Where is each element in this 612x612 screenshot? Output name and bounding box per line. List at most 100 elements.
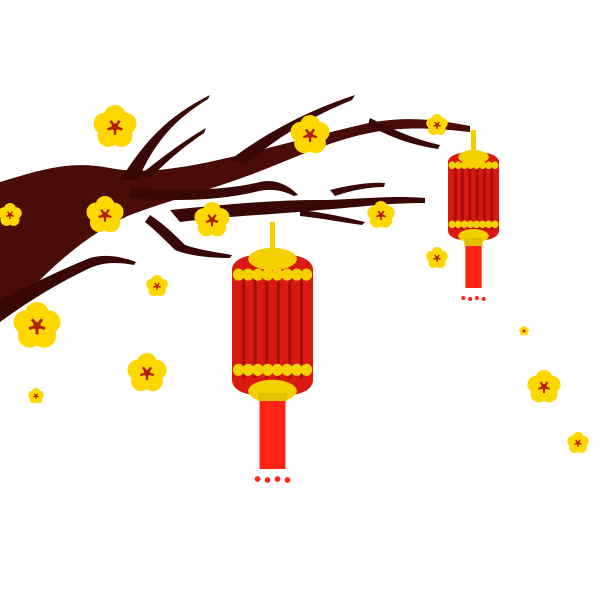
lantern-bead bbox=[300, 268, 313, 281]
plum-blossom bbox=[0, 203, 22, 226]
lantern-bead bbox=[261, 363, 274, 376]
tassel-bead bbox=[474, 296, 479, 300]
lantern-stripe bbox=[242, 271, 246, 379]
lantern-bead bbox=[472, 220, 481, 229]
lantern-bead bbox=[281, 268, 293, 281]
lantern bbox=[448, 130, 499, 301]
branch-limb bbox=[170, 197, 425, 222]
lantern-tassel bbox=[465, 246, 482, 288]
lantern-stripe bbox=[475, 163, 479, 230]
lantern-bead bbox=[448, 220, 456, 229]
tassel-bead bbox=[284, 477, 291, 483]
flower-center bbox=[155, 284, 159, 288]
flower-center bbox=[541, 384, 547, 390]
branch-limb bbox=[145, 215, 232, 258]
plum-blossom bbox=[146, 275, 168, 296]
lantern-bead bbox=[271, 268, 284, 281]
plum-blossom bbox=[13, 302, 61, 348]
flower-center bbox=[8, 213, 12, 217]
lantern-bead bbox=[479, 161, 487, 170]
branch-limb bbox=[120, 95, 210, 180]
lantern-bead bbox=[472, 161, 481, 170]
lantern-bead bbox=[291, 268, 303, 281]
flower-center bbox=[111, 123, 119, 131]
branch-limb bbox=[0, 119, 470, 322]
plum-blossom bbox=[290, 115, 330, 154]
plum-blossom bbox=[519, 326, 529, 336]
lantern-bead bbox=[271, 363, 284, 376]
plum-blossom bbox=[86, 196, 124, 233]
flower-center bbox=[378, 212, 384, 218]
lantern-bead bbox=[242, 268, 254, 281]
lantern-bead bbox=[261, 268, 274, 281]
lantern-stripe bbox=[265, 271, 269, 379]
branch-limb bbox=[0, 255, 136, 322]
lantern-bead bbox=[232, 363, 245, 376]
lantern-bead bbox=[454, 220, 462, 229]
flower-center bbox=[209, 217, 215, 223]
flower-center bbox=[435, 256, 439, 260]
lantern-bead bbox=[252, 268, 264, 281]
lantern-string bbox=[471, 130, 476, 157]
tassel-bead bbox=[461, 296, 466, 300]
lantern-string bbox=[270, 222, 275, 259]
lantern-bead bbox=[460, 220, 468, 229]
flower-center bbox=[306, 131, 314, 139]
lantern-bead bbox=[460, 161, 468, 170]
lantern-bead bbox=[466, 161, 475, 170]
flower-center bbox=[523, 330, 525, 332]
lantern-body bbox=[448, 153, 499, 240]
tassel-bead bbox=[481, 297, 486, 301]
plum-blossom bbox=[567, 432, 589, 453]
branch-limb bbox=[300, 210, 365, 225]
branch-limb bbox=[330, 182, 385, 196]
plum-blossom bbox=[426, 114, 448, 135]
lantern-stripe bbox=[468, 163, 472, 230]
lantern-bead bbox=[242, 363, 254, 376]
lantern-stripe bbox=[490, 163, 494, 230]
flower-center bbox=[143, 369, 151, 377]
lantern-tassel bbox=[259, 401, 286, 469]
branch-limb bbox=[130, 180, 298, 200]
branch-limb bbox=[368, 118, 440, 149]
lantern-bead bbox=[454, 161, 462, 170]
lantern-bead bbox=[491, 161, 499, 170]
tassel-bead bbox=[264, 477, 271, 483]
branch-limb bbox=[140, 128, 206, 178]
plum-blossom bbox=[426, 247, 448, 268]
lantern-bead bbox=[448, 161, 456, 170]
lantern-stripe bbox=[482, 163, 486, 230]
plum-blossom bbox=[93, 105, 137, 147]
lantern-stripe bbox=[253, 271, 257, 379]
lantern-body bbox=[232, 255, 313, 395]
lantern-stripe bbox=[453, 163, 457, 230]
lantern-bead bbox=[300, 363, 313, 376]
lantern-bead bbox=[485, 220, 493, 229]
flower-center bbox=[435, 123, 439, 127]
lantern-bead bbox=[466, 220, 475, 229]
lantern-bead bbox=[252, 363, 264, 376]
lantern-stripe bbox=[288, 271, 292, 379]
lantern-base bbox=[257, 393, 288, 401]
lantern-top-cap bbox=[248, 247, 297, 271]
plum-blossom bbox=[28, 388, 44, 404]
lantern-bead bbox=[479, 220, 487, 229]
lantern-bead bbox=[491, 220, 499, 229]
plum-blossom bbox=[527, 370, 561, 403]
plum-blossom bbox=[367, 201, 395, 228]
lantern-bead bbox=[485, 161, 493, 170]
tassel-bead bbox=[254, 476, 261, 482]
lantern bbox=[232, 222, 313, 483]
flower-center bbox=[576, 441, 580, 445]
lantern-stripe bbox=[299, 271, 303, 379]
lantern-stripe bbox=[461, 163, 465, 230]
flower-center bbox=[34, 394, 38, 398]
lantern-bead bbox=[281, 363, 293, 376]
tassel-bead bbox=[468, 297, 473, 301]
plum-blossom bbox=[194, 202, 230, 237]
plum-blossom bbox=[127, 353, 167, 392]
lantern-base bbox=[464, 238, 483, 246]
lantern-top-cap bbox=[458, 150, 489, 164]
lantern-bead bbox=[232, 268, 245, 281]
